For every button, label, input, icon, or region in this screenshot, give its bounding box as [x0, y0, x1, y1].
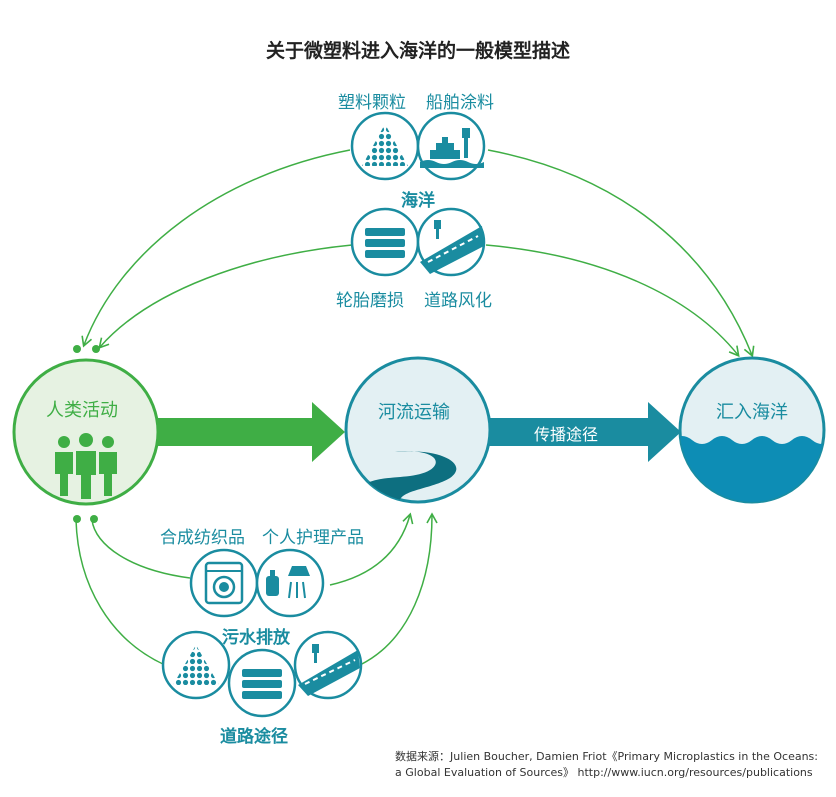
- curve-mid-left: [98, 244, 353, 349]
- big-arrow-human-river: [153, 402, 345, 462]
- label-tire-wear: 轮胎磨损: [336, 291, 404, 311]
- dot: [90, 515, 98, 523]
- curve-mid-right: [485, 244, 740, 358]
- node-human-label: 人类活动: [46, 400, 118, 421]
- road-icon: [420, 220, 484, 274]
- label-synthetic-textiles: 合成纺织品: [160, 528, 245, 548]
- dot: [73, 345, 81, 353]
- label-ocean-group: 海洋: [401, 191, 435, 211]
- label-personal-care: 个人护理产品: [262, 528, 364, 548]
- ship-paint-icon: [420, 128, 484, 168]
- big-arrow-river-sea: [488, 402, 681, 462]
- diagram-title: 关于微塑料进入海洋的一般模型描述: [265, 40, 570, 62]
- dot: [92, 345, 100, 353]
- dot: [73, 515, 81, 523]
- label-ship-paint: 船舶涂料: [426, 93, 494, 113]
- tire-icon: [365, 228, 405, 258]
- source-line-1: 数据来源：Julien Boucher, Damien Friot《Primar…: [395, 750, 818, 763]
- label-road-group: 道路途径: [220, 727, 288, 747]
- pellets-icon: [173, 645, 219, 685]
- pellets-icon: [362, 124, 408, 166]
- source-line-2: a Global Evaluation of Sources》 http://w…: [395, 766, 813, 779]
- node-river-label: 河流运输: [378, 402, 450, 423]
- human-node-circle: [12, 358, 160, 506]
- people-icon: [55, 433, 117, 499]
- shower-icon: [266, 566, 310, 599]
- arrow-label-propagation: 传播途径: [534, 425, 599, 444]
- curve-top-right: [487, 149, 755, 358]
- source-citation: 数据来源：Julien Boucher, Damien Friot《Primar…: [395, 748, 818, 780]
- node-sea-label: 汇入海洋: [716, 402, 788, 423]
- curve-top-left: [81, 149, 351, 348]
- curve-bottom-right: [329, 512, 414, 586]
- curve-road-left: [75, 519, 166, 666]
- washing-machine-icon: [204, 561, 244, 605]
- curve-bottom-left: [91, 519, 191, 579]
- curve-road-right: [359, 512, 438, 666]
- tire-icon: [242, 669, 282, 699]
- label-sewage-group: 污水排放: [222, 628, 290, 648]
- label-road-weathering: 道路风化: [424, 291, 492, 311]
- road-icon: [298, 644, 360, 696]
- label-plastic-pellets: 塑料颗粒: [338, 93, 406, 113]
